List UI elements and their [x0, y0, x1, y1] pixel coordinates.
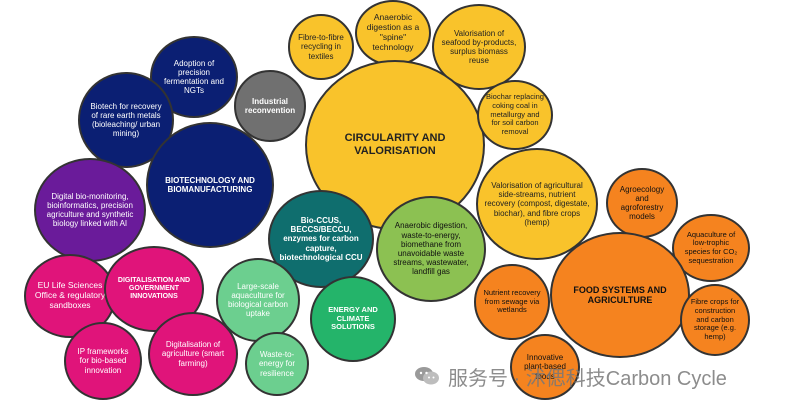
bubble-label: Bio-CCUS, BECCS/BECCU, enzymes for carbo…	[279, 216, 363, 262]
bubble-label: Adoption of precision fermentation and N…	[163, 58, 225, 96]
bubble-label: Waste-to-energy for resilience	[258, 350, 296, 378]
bubble-label: Digitalisation of agriculture (smart far…	[161, 340, 225, 368]
bubble-label: Agroecology and agroforestry models	[619, 184, 665, 222]
bubble-label: Large-scale aquaculture for biological c…	[227, 281, 289, 319]
bubble-energy-climate: ENERGY AND CLIMATE SOLUTIONS	[310, 276, 396, 362]
bubble-label: Biotech for recovery of rare earth metal…	[90, 101, 162, 139]
watermark: 服务号 · 沭偲科技Carbon Cycle	[414, 362, 727, 390]
bubble-label: EU Life Sciences Office & regulatory san…	[34, 280, 106, 310]
bubble-label: FOOD SYSTEMS AND AGRICULTURE	[573, 284, 667, 305]
watermark-text: 服务号 · 沭偲科技Carbon Cycle	[448, 367, 727, 390]
bubble-waste-to-energy: Waste-to-energy for resilience	[245, 332, 309, 396]
bubble-digital-agriculture: Digitalisation of agriculture (smart far…	[148, 312, 238, 396]
bubble-biochar: Biochar replacing coking coal in metallu…	[477, 80, 553, 150]
bubble-biotechnology-biomanufacturing: BIOTECHNOLOGY AND BIOMANUFACTURING	[146, 122, 274, 248]
bubble-label: Digital bio-monitoring, bioinformatics, …	[46, 191, 134, 229]
bubble-label: Nutrient recovery from sewage via wetlan…	[483, 288, 541, 315]
bubble-ip-frameworks: IP frameworks for bio-based innovation	[64, 322, 142, 400]
bubble-label: ENERGY AND CLIMATE SOLUTIONS	[328, 305, 378, 332]
bubble-ad-waste-to-energy: Anaerobic digestion, waste-to-energy, bi…	[376, 196, 486, 302]
bubble-fibre-to-fibre: Fibre-to-fibre recycling in textiles	[288, 14, 354, 80]
bubble-label: IP frameworks for bio-based innovation	[77, 347, 129, 375]
bubble-plant-based: Innovative plant-based foods	[510, 334, 580, 400]
bubble-label: Valorisation of agricultural side-stream…	[484, 181, 590, 227]
wechat-icon	[414, 365, 440, 387]
bubble-industrial-reconvention: Industrial reconvention	[234, 70, 306, 142]
bubble-label: BIOTECHNOLOGY AND BIOMANUFACTURING	[165, 175, 255, 194]
bubble-label: Aquaculture of low-trophic species for C…	[684, 229, 738, 265]
bubble-anaerobic-spine: Anaerobic digestion as a "spine" technol…	[355, 0, 431, 66]
bubble-label: Fibre-to-fibre recycling in textiles	[298, 33, 344, 61]
bubble-aquaculture-large: Large-scale aquaculture for biological c…	[216, 258, 300, 342]
bubble-agri-side-streams: Valorisation of agricultural side-stream…	[476, 148, 598, 260]
bubble-label: CIRCULARITY AND VALORISATION	[344, 132, 446, 157]
bubble-digital-biomonitoring: Digital bio-monitoring, bioinformatics, …	[34, 158, 146, 262]
bubble-nutrient-sewage: Nutrient recovery from sewage via wetlan…	[474, 264, 550, 340]
bubble-food-systems-agriculture: FOOD SYSTEMS AND AGRICULTURE	[550, 232, 690, 358]
bubble-label: Industrial reconvention	[244, 96, 296, 115]
bubble-label: Anaerobic digestion as a "spine" technol…	[366, 12, 420, 52]
bubble-label: Anaerobic digestion, waste-to-energy, bi…	[393, 221, 469, 277]
bubble-label: Biochar replacing coking coal in metallu…	[486, 92, 544, 136]
bubble-label: Fibre crops for construction and carbon …	[690, 297, 740, 341]
bubble-agroecology: Agroecology and agroforestry models	[606, 168, 678, 238]
bubble-eu-life-sciences: EU Life Sciences Office & regulatory san…	[24, 254, 116, 338]
bubble-label: DIGITALISATION AND GOVERNMENT INNOVATION…	[117, 276, 191, 301]
bubble-label: Valorisation of seafood by-products, sur…	[441, 28, 517, 66]
bubble-fibre-crops: Fibre crops for construction and carbon …	[680, 284, 750, 356]
bubble-label: Innovative plant-based foods	[524, 353, 566, 381]
